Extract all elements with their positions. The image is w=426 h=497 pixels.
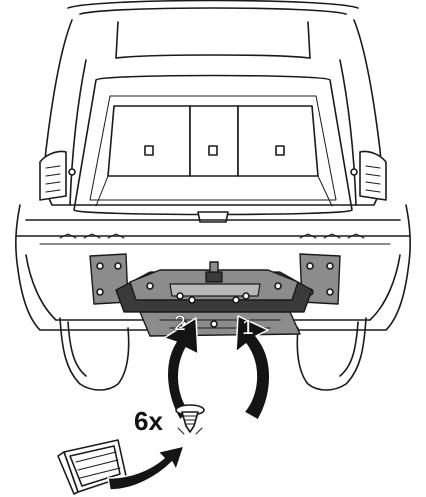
- tow-bar-bracket-icon: [89, 253, 341, 337]
- clip-quantity-label: 6x: [134, 406, 163, 436]
- step-2-label: 2: [174, 312, 186, 335]
- step-1-arrow: [235, 315, 271, 421]
- step-2-arrow: [163, 317, 199, 421]
- push-clip-icon: [175, 404, 205, 435]
- car-rear-view-icon: [15, 0, 411, 391]
- into-tray-arrow: [107, 445, 185, 491]
- step-1-label: 1: [242, 316, 254, 339]
